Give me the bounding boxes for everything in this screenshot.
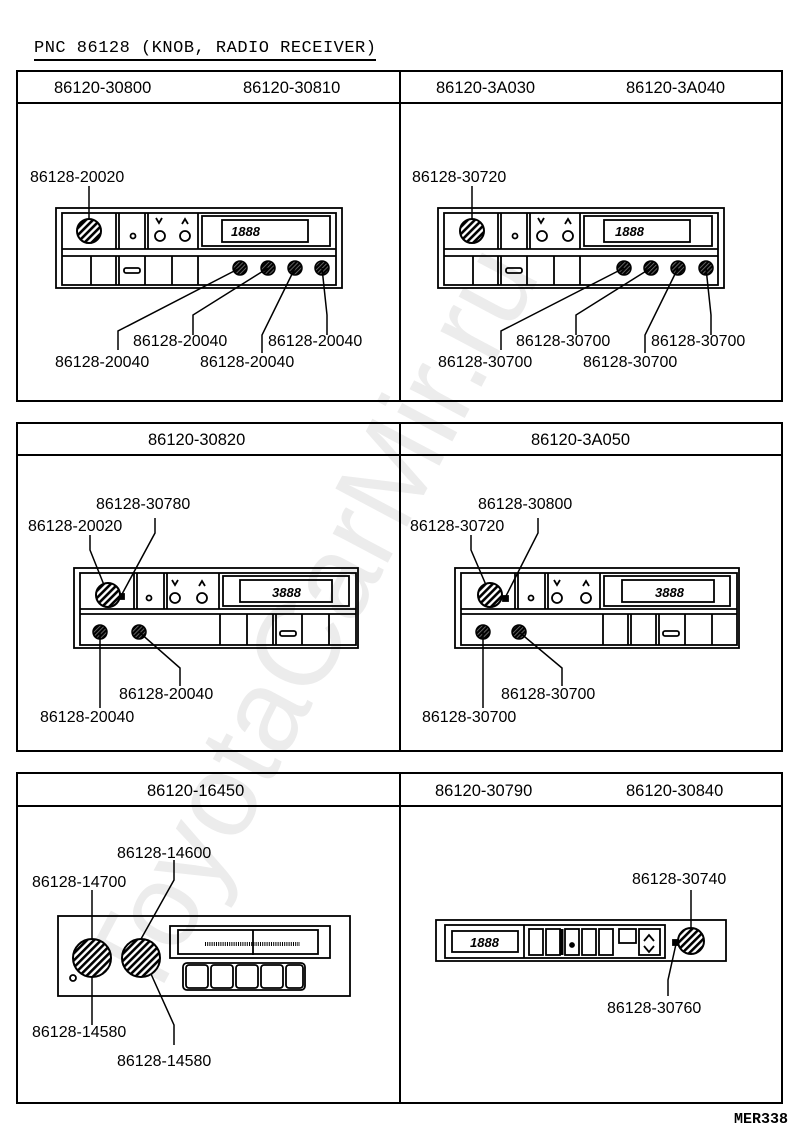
panel-6-callout-ring: 86128-30760	[607, 1000, 701, 1017]
panel-4-header: 86120-3A050	[531, 431, 630, 449]
panel-6-display: 1888	[470, 935, 500, 950]
panel-3-callout-knob-2: 86128-20040	[119, 686, 213, 703]
panel-6-header-2: 86120-30840	[626, 782, 723, 800]
panel-2-callout-main-knob: 86128-30720	[412, 169, 506, 186]
panel-3-leader-lines	[89, 518, 181, 708]
panel-2-header-2: 86120-3A040	[626, 79, 725, 97]
panel-2-callout-knob-1: 86128-30700	[438, 354, 532, 371]
panel-1-callout-knob-2: 86128-20040	[133, 333, 227, 350]
panel-2-display: 1888	[615, 224, 645, 239]
figure-code: MER338	[733, 1111, 788, 1128]
panel-1-display: 1888	[231, 224, 261, 239]
panel-1-main-knob	[76, 218, 102, 244]
panel-4-main-knob	[477, 582, 503, 608]
panel-1-callout-knob-1: 86128-20040	[55, 354, 149, 371]
panel-6-knob	[677, 927, 705, 955]
panel-1-leader-lines	[88, 186, 328, 353]
panel-2-header-1: 86120-3A030	[436, 79, 535, 97]
panel-1-radio	[55, 207, 343, 289]
panel-1-callout-main-knob: 86128-20020	[30, 169, 124, 186]
panel-5-left-knob	[72, 938, 112, 978]
panel-3-callout-main-knob: 86128-20020	[28, 518, 122, 535]
panel-3-small-knobs	[92, 624, 147, 640]
panel-1-small-knobs	[232, 260, 330, 276]
panel-3-callout-ring: 86128-30780	[96, 496, 190, 513]
panel-4-callout-knob-1: 86128-30700	[422, 709, 516, 726]
panel-6-callout-knob: 86128-30740	[632, 871, 726, 888]
panel-4-callout-ring: 86128-30800	[478, 496, 572, 513]
panel-3-display: 3888	[272, 585, 302, 600]
panel-6-header-1: 86120-30790	[435, 782, 532, 800]
panel-4-callout-main-knob: 86128-30720	[410, 518, 504, 535]
page-title: PNC 86128 (KNOB, RADIO RECEIVER)	[34, 40, 377, 61]
panel-1-callout-knob-3: 86128-20040	[200, 354, 294, 371]
panel-2-callout-knob-4: 86128-30700	[651, 333, 745, 350]
panel-5-radio	[57, 915, 351, 997]
panel-2-small-knobs	[616, 260, 714, 276]
panel-2-main-knob	[459, 218, 485, 244]
panel-6-leader-lines	[667, 890, 692, 996]
panel-3-radio	[73, 567, 359, 649]
panel-5-header: 86120-16450	[147, 782, 244, 800]
row-3-frame	[16, 772, 783, 1104]
panel-4-callout-knob-2: 86128-30700	[501, 686, 595, 703]
panel-2-leader-lines	[471, 186, 712, 353]
row-2-frame	[16, 422, 783, 752]
panel-2-radio	[437, 207, 725, 289]
panel-5-callout-left-knob-bottom: 86128-14580	[32, 1024, 126, 1041]
panel-3-header: 86120-30820	[148, 431, 245, 449]
panel-3-main-knob	[95, 582, 121, 608]
panel-5-leader-lines	[91, 860, 175, 1045]
panel-4-leader-lines	[470, 518, 563, 708]
panel-2-callout-knob-3: 86128-30700	[583, 354, 677, 371]
panel-5-right-knob	[121, 938, 161, 978]
panel-5-callout-left-knob-top: 86128-14700	[32, 874, 126, 891]
panel-6-radio	[435, 919, 727, 962]
panel-5-callout-right-knob-bottom: 86128-14580	[117, 1053, 211, 1070]
panel-4-radio	[454, 567, 740, 649]
panel-1-callout-knob-4: 86128-20040	[268, 333, 362, 350]
panel-1-header-2: 86120-30810	[243, 79, 340, 97]
panel-3-callout-knob-1: 86128-20040	[40, 709, 134, 726]
row-1-frame	[16, 70, 783, 402]
panel-4-display: 3888	[655, 585, 685, 600]
panel-2-callout-knob-2: 86128-30700	[516, 333, 610, 350]
panel-5-callout-right-knob-top: 86128-14600	[117, 845, 211, 862]
panel-1-header-1: 86120-30800	[54, 79, 151, 97]
